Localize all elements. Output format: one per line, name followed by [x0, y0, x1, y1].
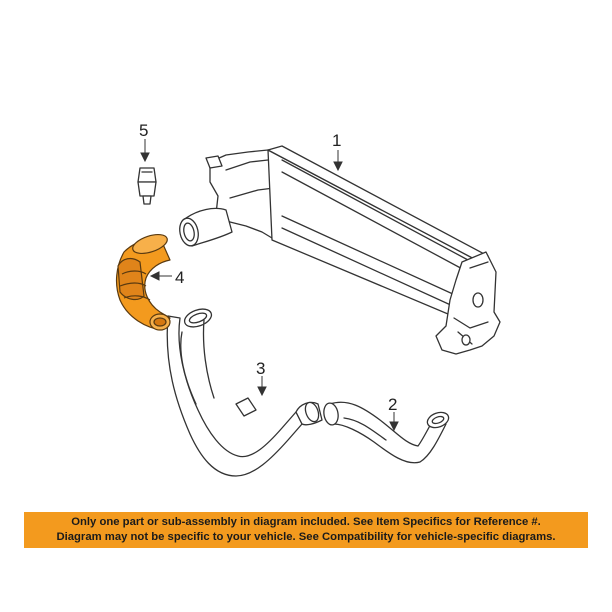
leader-line-2: [389, 412, 399, 432]
callout-2: 2: [388, 395, 397, 414]
sensor-part: [137, 167, 157, 205]
callout-3: 3: [256, 359, 265, 378]
hose-4-part-highlighted: [115, 233, 171, 331]
callout-1: 1: [332, 131, 341, 150]
disclaimer-line-2: Diagram may not be specific to your vehi…: [56, 531, 556, 543]
leader-line-4: [149, 271, 172, 281]
disclaimer-banner: Only one part or sub-assembly in diagram…: [24, 512, 588, 548]
callout-4: 4: [175, 268, 184, 287]
leader-line-5: [140, 139, 150, 163]
leader-line-3: [257, 376, 267, 397]
callout-5: 5: [139, 121, 148, 140]
disclaimer-line-1: Only one part or sub-assembly in diagram…: [71, 516, 541, 528]
hose-3-part: [166, 308, 323, 477]
intercooler-part: [179, 145, 501, 355]
leader-line-1: [333, 150, 343, 172]
hose-2-part: [323, 401, 450, 464]
